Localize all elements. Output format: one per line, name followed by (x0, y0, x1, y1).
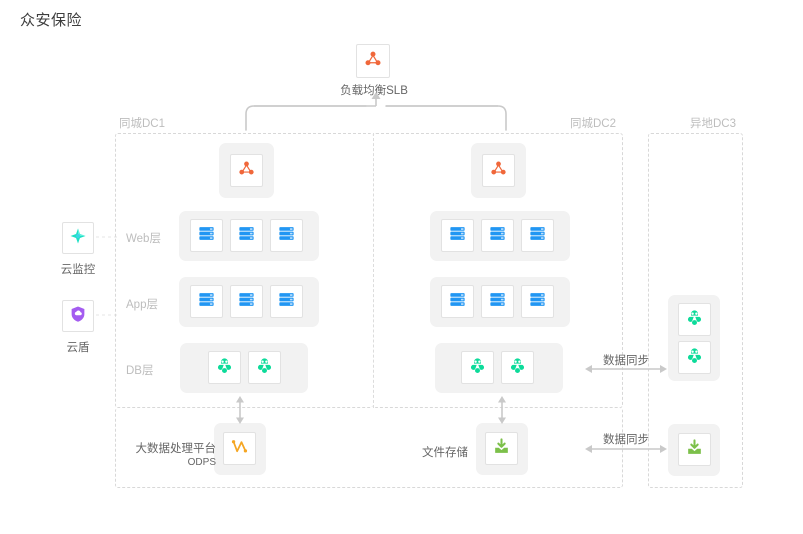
dc2-db-node[interactable] (461, 351, 494, 384)
dc2-web-node[interactable] (481, 219, 514, 252)
rds-icon (215, 356, 234, 380)
slb-icon (237, 159, 256, 183)
dc2-app-node[interactable] (441, 285, 474, 318)
ecs-icon (488, 290, 507, 314)
db-sync-arrow (585, 365, 667, 373)
dc2-db-group (435, 343, 563, 393)
storage-sync-arrow (585, 445, 667, 453)
region-label-dc3: 异地DC3 (690, 118, 737, 130)
ecs-icon (197, 224, 216, 248)
rds-icon (685, 308, 704, 332)
region-label-dc1: 同城DC1 (119, 118, 166, 130)
dc1-web-node[interactable] (270, 219, 303, 252)
dc2-app-node[interactable] (521, 285, 554, 318)
dc1-dc2-divider (373, 133, 374, 408)
file-storage-label: 文件存储 (422, 447, 468, 459)
page-title: 众安保险 (20, 12, 83, 29)
dc1-db-node[interactable] (248, 351, 281, 384)
region-shared-services (115, 408, 623, 488)
ecs-icon (488, 224, 507, 248)
sidebar-tile-cloud-shield[interactable] (62, 300, 94, 332)
dc1-web-node[interactable] (190, 219, 223, 252)
region-dc2 (373, 133, 623, 408)
odps-label: 大数据处理平台 ODPS (118, 440, 217, 468)
ecs-icon (237, 290, 256, 314)
cloud-shield-icon (69, 305, 87, 328)
layer-label-db: DB层 (126, 365, 154, 377)
dc2-web-node[interactable] (441, 219, 474, 252)
dc2-web-node[interactable] (521, 219, 554, 252)
dc3-db-node[interactable] (678, 341, 711, 374)
slb-top-tile[interactable] (356, 44, 390, 78)
region-label-dc2: 同城DC2 (570, 118, 617, 130)
ecs-icon (277, 224, 296, 248)
slb-top-label: 负载均衡SLB (340, 85, 408, 97)
ecs-icon (277, 290, 296, 314)
rds-icon (685, 346, 704, 370)
ecs-icon (237, 224, 256, 248)
dc1-db-to-odps-arrow (236, 396, 244, 424)
ecs-icon (197, 290, 216, 314)
sidebar-label-cloud-monitor: 云监控 (60, 264, 96, 276)
rds-icon (468, 356, 487, 380)
ecs-icon (528, 224, 547, 248)
sync-label-storage: 数据同步 (603, 434, 649, 446)
sidebar-label-cloud-shield: 云盾 (66, 342, 90, 354)
sidebar-connectors (96, 236, 118, 316)
odps-tile[interactable] (223, 432, 256, 465)
dc2-app-node[interactable] (481, 285, 514, 318)
cloud-monitor-icon (69, 227, 87, 250)
dc1-db-group (180, 343, 308, 393)
ecs-icon (528, 290, 547, 314)
rds-icon (508, 356, 527, 380)
sidebar-tile-cloud-monitor[interactable] (62, 222, 94, 254)
ecs-icon (448, 224, 467, 248)
dc1-db-node[interactable] (208, 351, 241, 384)
dc1-web-node[interactable] (230, 219, 263, 252)
layer-label-web: Web层 (126, 233, 161, 245)
region-dc3 (648, 133, 743, 488)
dc1-slb-tile[interactable] (230, 154, 263, 187)
slb-icon (363, 49, 383, 74)
dc3-storage-node[interactable] (678, 433, 711, 466)
dc3-db-node[interactable] (678, 303, 711, 336)
dc2-db-to-storage-arrow (498, 396, 506, 424)
oss-icon (685, 438, 704, 462)
odps-label-line2: ODPS (187, 457, 216, 468)
layer-label-app: App层 (126, 299, 158, 311)
slb-connector (245, 92, 507, 131)
dc1-app-node[interactable] (270, 285, 303, 318)
file-storage-tile[interactable] (485, 432, 518, 465)
odps-label-line1: 大数据处理平台 (135, 443, 217, 455)
dc1-app-node[interactable] (230, 285, 263, 318)
dc1-app-node[interactable] (190, 285, 223, 318)
ecs-icon (448, 290, 467, 314)
odps-icon (230, 437, 249, 461)
oss-icon (492, 437, 511, 461)
region-dc1 (115, 133, 373, 408)
dc2-slb-tile[interactable] (482, 154, 515, 187)
slb-icon (489, 159, 508, 183)
rds-icon (255, 356, 274, 380)
dc2-db-node[interactable] (501, 351, 534, 384)
sync-label-db: 数据同步 (603, 355, 649, 367)
